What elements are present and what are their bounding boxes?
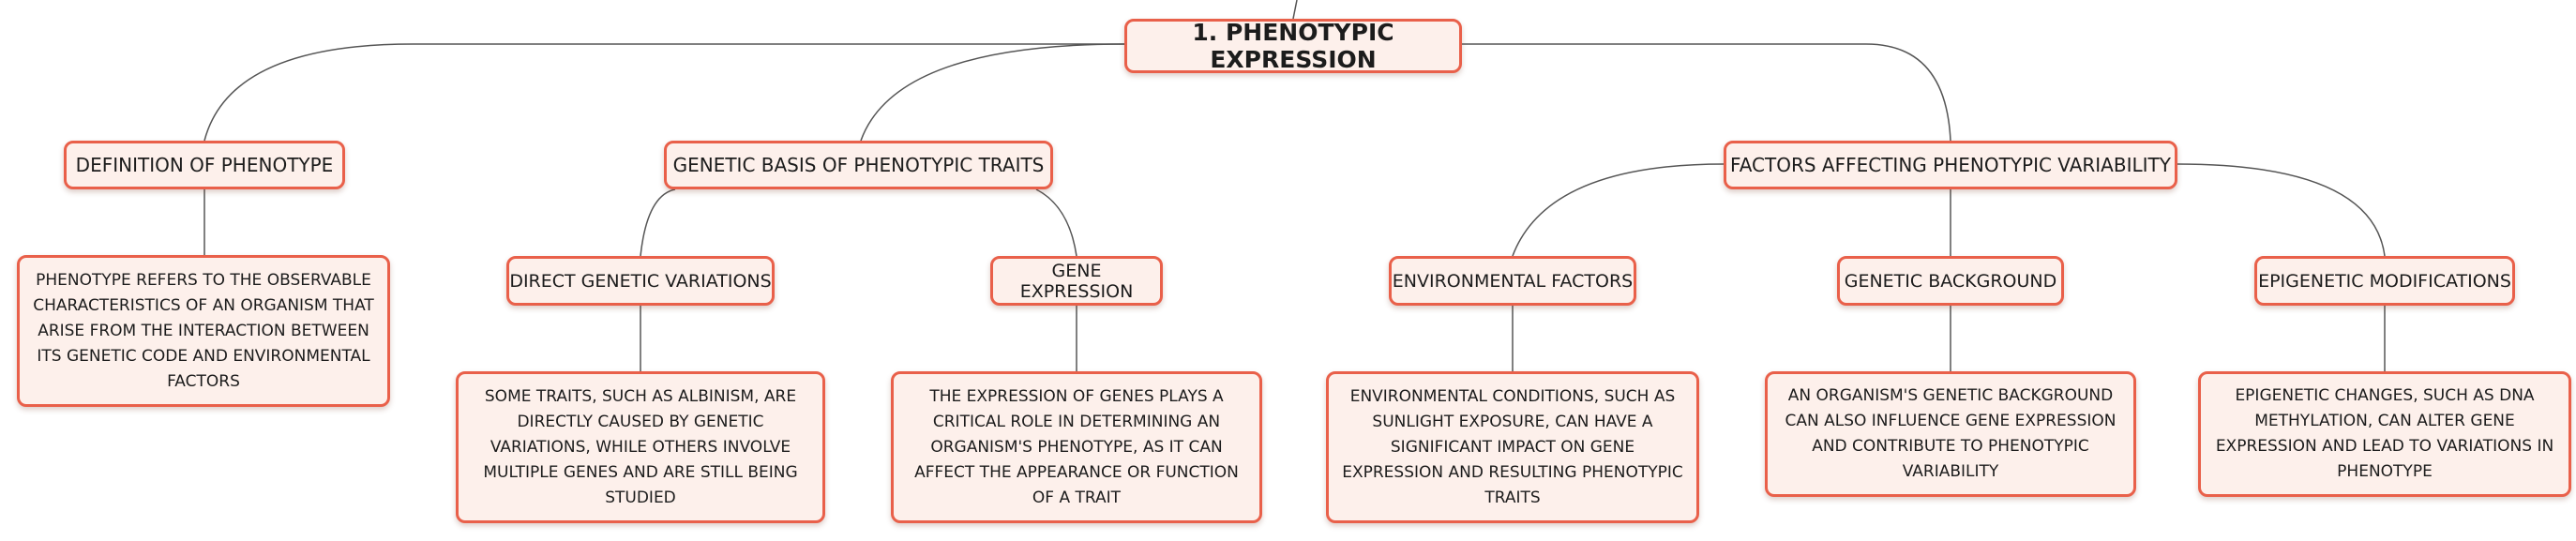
branch-factors-affecting-variability[interactable]: FACTORS AFFECTING PHENOTYPIC VARIABILITY (1724, 141, 2177, 189)
detail-gene-expression[interactable]: THE EXPRESSION OF GENES PLAYS A CRITICAL… (891, 371, 1262, 523)
topic-environmental-factors[interactable]: ENVIRONMENTAL FACTORS (1389, 256, 1636, 306)
detail-direct-genetic-variations[interactable]: SOME TRAITS, SUCH AS ALBINISM, ARE DIREC… (456, 371, 825, 523)
topic-genetic-background[interactable]: GENETIC BACKGROUND (1837, 256, 2064, 306)
connector-parent-root (1292, 0, 1298, 20)
connector-factors-environmental (1512, 163, 1725, 257)
detail-environmental-factors[interactable]: ENVIRONMENTAL CONDITIONS, SUCH AS SUNLIG… (1326, 371, 1699, 523)
branch-definition-of-phenotype[interactable]: DEFINITION OF PHENOTYPE (64, 141, 345, 189)
branch-genetic-basis[interactable]: GENETIC BASIS OF PHENOTYPIC TRAITS (664, 141, 1053, 189)
topic-gene-expression[interactable]: GENE EXPRESSION (990, 256, 1163, 306)
connector-root-factors (1462, 43, 1951, 142)
root-node[interactable]: 1. PHENOTYPIC EXPRESSION (1124, 19, 1462, 73)
detail-genetic-background[interactable]: AN ORGANISM'S GENETIC BACKGROUND CAN ALS… (1765, 371, 2136, 497)
topic-direct-genetic-variations[interactable]: DIRECT GENETIC VARIATIONS (506, 256, 775, 306)
detail-epigenetic-modifications[interactable]: EPIGENETIC CHANGES, SUCH AS DNA METHYLAT… (2198, 371, 2571, 497)
connector-root-definition (203, 43, 1124, 142)
connector-root-genetic-basis (860, 43, 1125, 142)
detail-definition-of-phenotype[interactable]: PHENOTYPE REFERS TO THE OBSERVABLE CHARA… (17, 255, 390, 407)
connector-factors-epigenetic (2177, 163, 2386, 257)
topic-epigenetic-modifications[interactable]: EPIGENETIC MODIFICATIONS (2254, 256, 2515, 306)
connector-genetic-expression (1035, 188, 1077, 257)
connector-genetic-direct (640, 188, 676, 257)
